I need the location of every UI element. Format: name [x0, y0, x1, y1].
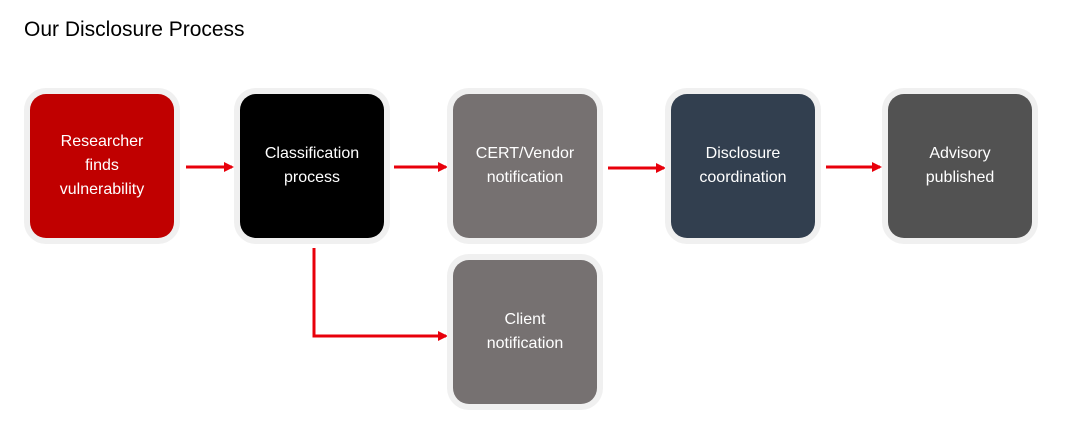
node-client-notification: Client notification	[453, 260, 597, 404]
node-label: Researcher finds vulnerability	[59, 133, 145, 198]
node-frame-disclosure: Disclosure coordination	[665, 88, 821, 244]
node-label: Advisory published	[925, 145, 995, 186]
node-label: Disclosure coordination	[699, 145, 787, 186]
node-disclosure-coordination: Disclosure coordination	[671, 94, 815, 238]
node-researcher-finds-vulnerability: Researcher finds vulnerability	[30, 94, 174, 238]
node-advisory-published: Advisory published	[888, 94, 1032, 238]
node-frame-classification: Classification process	[234, 88, 390, 244]
node-frame-client: Client notification	[447, 254, 603, 410]
arrow-classification-to-client	[312, 248, 448, 341]
node-frame-advisory: Advisory published	[882, 88, 1038, 244]
node-label: Client notification	[486, 311, 564, 352]
node-frame-cert: CERT/Vendor notification	[447, 88, 603, 244]
node-classification-process: Classification process	[240, 94, 384, 238]
node-cert-vendor-notification: CERT/Vendor notification	[453, 94, 597, 238]
diagram-title: Our Disclosure Process	[24, 18, 245, 41]
node-label: CERT/Vendor notification	[475, 145, 575, 186]
node-label: Classification process	[264, 145, 360, 186]
node-frame-researcher: Researcher finds vulnerability	[24, 88, 180, 244]
